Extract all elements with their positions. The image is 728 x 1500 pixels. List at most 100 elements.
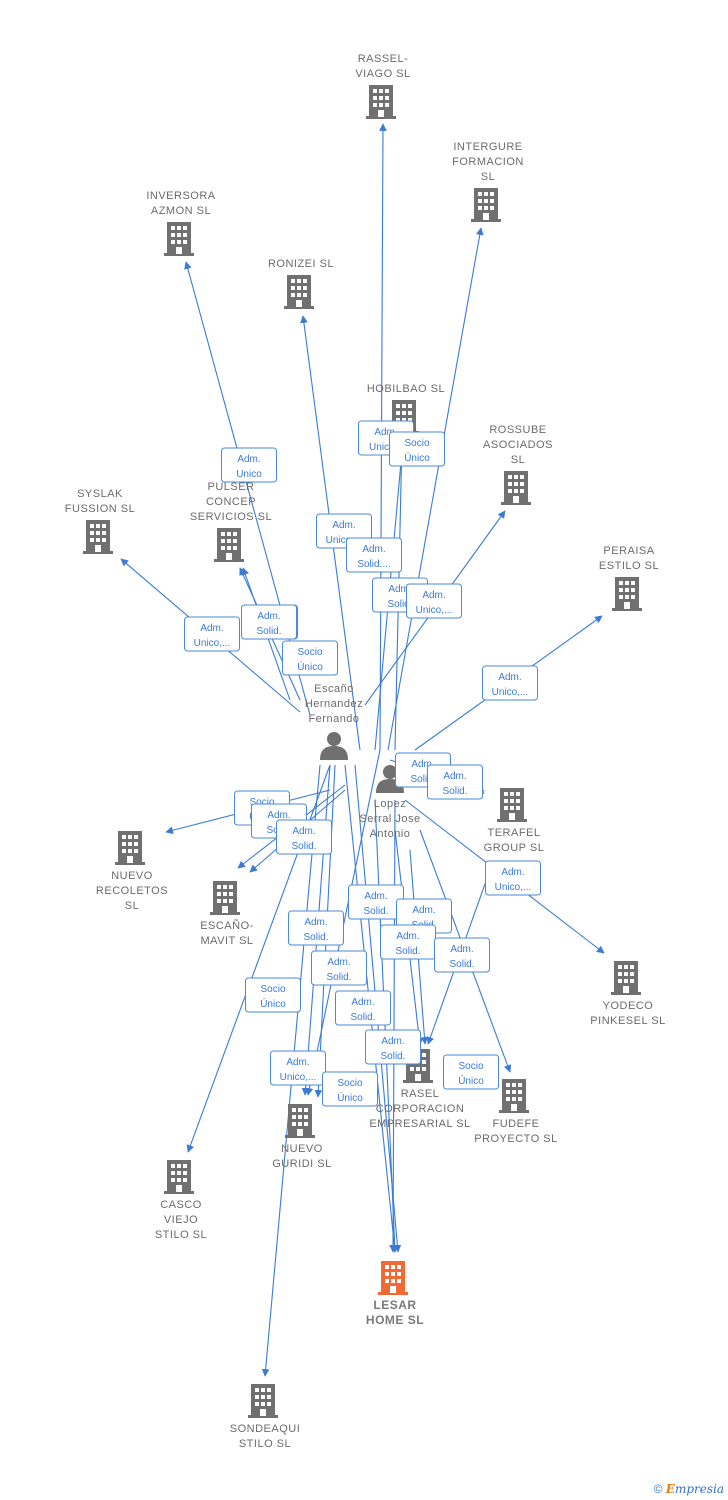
relation-label[interactable]: Adm.Unico,... xyxy=(406,583,462,619)
building-icon[interactable] xyxy=(471,188,501,222)
relation-label[interactable]: Adm.Solid. xyxy=(365,1029,421,1065)
relation-label-text: Adm. xyxy=(304,917,327,928)
node-label: SL xyxy=(125,900,139,912)
node-label: HOBILBAO SL xyxy=(367,383,445,395)
node-label: AZMON SL xyxy=(151,205,211,217)
building-icon[interactable] xyxy=(284,275,314,309)
relation-label-text: Adm. xyxy=(411,759,434,770)
relation-label[interactable]: Adm.Solid. xyxy=(427,764,483,800)
relation-label-text: Socio xyxy=(297,647,322,658)
relation-label-text: Único xyxy=(297,660,323,673)
node-label: Fernando xyxy=(308,713,359,725)
building-icon[interactable] xyxy=(115,831,145,865)
building-icon[interactable] xyxy=(164,222,194,256)
person-icon[interactable] xyxy=(320,732,348,760)
relation-label-text: Adm. xyxy=(364,891,387,902)
edge-labels-layer: Adm.UnicoAdm.Unico,...Adm.Solid....Adm.U… xyxy=(184,420,541,1107)
relation-label-box xyxy=(365,1029,421,1065)
relation-label[interactable]: Adm. Solid. xyxy=(288,910,344,946)
footer-credit: © Empresia xyxy=(654,1482,724,1496)
company-node[interactable]: ESCAÑO-MAVIT SL xyxy=(200,881,254,947)
company-node[interactable]: HOBILBAO SL xyxy=(367,383,445,434)
building-icon[interactable] xyxy=(285,1104,315,1138)
relation-label[interactable]: Adm.Solid.... xyxy=(346,537,402,573)
building-icon[interactable] xyxy=(497,788,527,822)
relation-label[interactable]: Adm.Unico,... xyxy=(270,1050,326,1086)
relation-label-text: Socio xyxy=(249,797,274,808)
relation-label[interactable]: Adm.Solid. xyxy=(434,937,490,973)
relation-label-box xyxy=(427,764,483,800)
node-label: HOME SL xyxy=(366,1313,424,1327)
node-label: CASCO xyxy=(160,1199,202,1211)
building-icon[interactable] xyxy=(612,577,642,611)
relation-label[interactable]: Adm.Solid. xyxy=(348,884,404,920)
building-icon[interactable] xyxy=(501,471,531,505)
relation-label-text: Adm. xyxy=(422,590,445,601)
node-label: PULSER xyxy=(207,481,254,493)
relation-label[interactable]: Adm.Solid. xyxy=(311,950,367,986)
relation-label[interactable]: Adm.Unico xyxy=(221,447,277,483)
company-node[interactable]: RASSEL-VIAGO SL xyxy=(355,53,410,119)
relation-edge xyxy=(389,799,397,1253)
relation-label[interactable]: Adm.Solid. xyxy=(276,819,332,855)
relation-label-text: Solid. xyxy=(395,946,420,957)
relation-label-text: Solid. xyxy=(303,932,328,943)
relation-label-text: Solid. xyxy=(350,1012,375,1023)
building-icon[interactable] xyxy=(214,528,244,562)
building-icon[interactable] xyxy=(248,1384,278,1418)
relation-label-box xyxy=(443,1054,499,1090)
node-label: FORMACION xyxy=(452,156,524,168)
building-icon[interactable] xyxy=(499,1079,529,1113)
building-icon[interactable] xyxy=(164,1160,194,1194)
relation-label-text: Adm. xyxy=(351,997,374,1008)
node-label: Hernandez xyxy=(305,698,363,710)
relation-label-text: Solid. xyxy=(449,959,474,970)
node-label: PROYECTO SL xyxy=(474,1133,558,1145)
building-icon[interactable] xyxy=(83,520,113,554)
building-icon[interactable] xyxy=(210,881,240,915)
relation-label-text: Adm. xyxy=(200,623,223,634)
building-icon[interactable] xyxy=(611,961,641,995)
relation-label[interactable]: Adm.Unico,... xyxy=(482,665,538,701)
building-icon[interactable] xyxy=(366,85,396,119)
relation-label[interactable]: Adm.Solid. xyxy=(380,924,436,960)
company-node[interactable]: RONIZEI SL xyxy=(268,258,334,309)
relation-label-text: Adm. xyxy=(257,611,280,622)
node-label: RECOLETOS xyxy=(96,885,168,897)
node-label: VIEJO xyxy=(164,1214,198,1226)
brand-logo[interactable]: Empresia xyxy=(666,1482,724,1496)
relation-label-text: Adm. xyxy=(362,544,385,555)
relation-label[interactable]: Adm. Solid. xyxy=(335,990,391,1026)
relation-label[interactable]: Adm.Unico,... xyxy=(485,860,541,896)
relation-label-box xyxy=(485,860,541,896)
relation-label-text: Unico,... xyxy=(194,638,231,649)
building-icon[interactable] xyxy=(378,1261,408,1295)
relation-label-text: Solid. xyxy=(442,786,467,797)
relation-label[interactable]: Adm. Unico,... xyxy=(184,616,240,652)
node-label: INVERSORA xyxy=(146,190,215,202)
company-node[interactable]: INVERSORA AZMON SL xyxy=(146,190,215,256)
relation-label[interactable]: Adm.Solid. xyxy=(241,604,297,640)
node-label: VIAGO SL xyxy=(355,68,410,80)
